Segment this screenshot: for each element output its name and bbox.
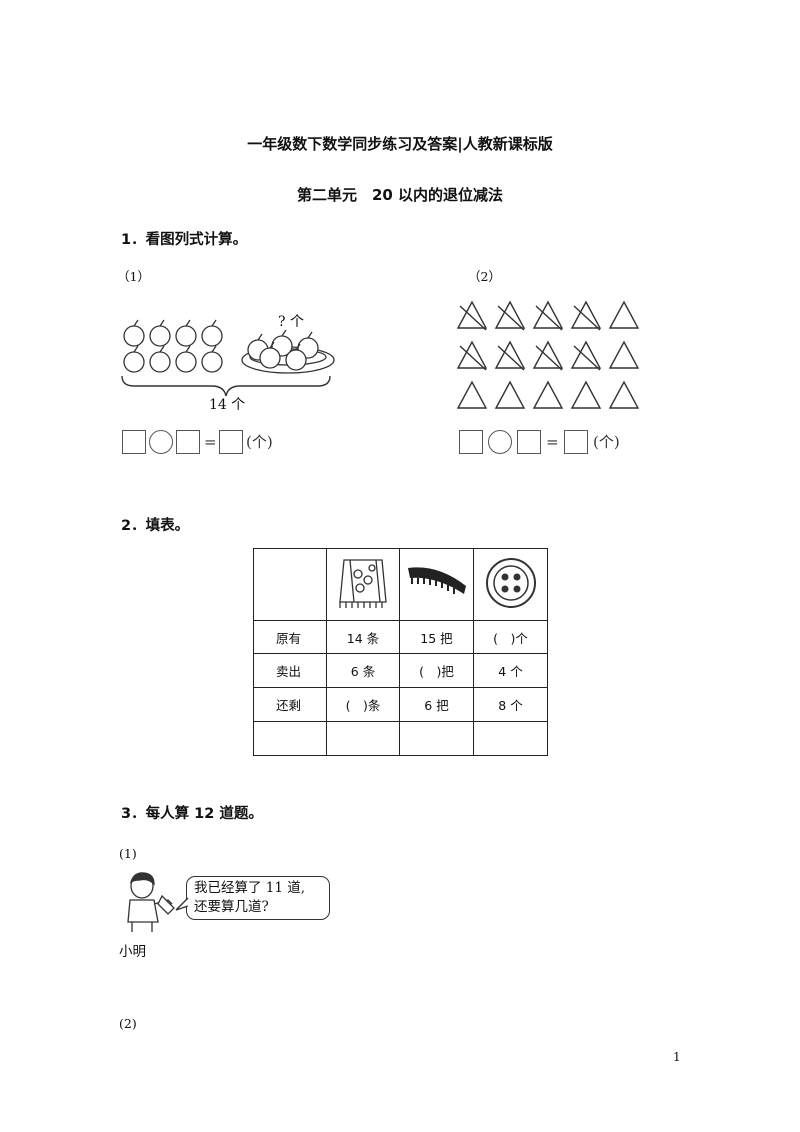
row-label: 还剩 xyxy=(253,687,327,722)
apple-icon xyxy=(201,325,223,347)
table-cell[interactable]: ( )条 xyxy=(326,687,400,722)
row-label: 原有 xyxy=(253,620,327,654)
table-cell: 4 个 xyxy=(473,653,548,688)
row-label: 卖出 xyxy=(253,653,327,688)
speech-line: 还要算几道? xyxy=(194,899,269,915)
towel-icon xyxy=(339,559,387,608)
apple-icon xyxy=(175,325,197,347)
boy-illustration xyxy=(127,872,175,932)
table-cell: 8 个 xyxy=(473,687,548,722)
q3-sub1-label: (1) xyxy=(119,846,137,861)
table-cell: 15 把 xyxy=(399,620,474,654)
answer-box[interactable] xyxy=(459,430,483,454)
apples-illustration xyxy=(121,319,335,397)
triangles-illustration xyxy=(456,300,640,409)
brace-icon xyxy=(121,375,331,397)
speech-bubble: 我已经算了 11 道, 还要算几道? xyxy=(186,876,330,920)
apple-icon xyxy=(175,351,197,373)
empty-cell xyxy=(253,548,327,621)
speech-line: 我已经算了 11 道, xyxy=(194,880,306,896)
picture-cell xyxy=(326,548,400,621)
table-row: 卖出 6 条 ( )把 4 个 xyxy=(253,653,548,688)
unit-label: (个) xyxy=(246,433,273,451)
apple-icon xyxy=(123,351,145,373)
question-count-label: ? 个 xyxy=(278,314,304,330)
equals-sign: = xyxy=(204,433,217,451)
comb-icon xyxy=(407,567,466,594)
table-cell[interactable]: ( )个 xyxy=(473,620,548,654)
operator-circle[interactable] xyxy=(488,430,512,454)
apple-icon xyxy=(259,347,281,369)
answer-box[interactable] xyxy=(176,430,200,454)
apple-icon xyxy=(123,325,145,347)
answer-box[interactable] xyxy=(122,430,146,454)
apple-icon xyxy=(285,349,307,371)
equals-sign: = xyxy=(546,433,559,451)
apple-icon xyxy=(149,351,171,373)
table-cell[interactable] xyxy=(326,721,400,756)
row-label[interactable] xyxy=(253,721,327,756)
operator-circle[interactable] xyxy=(149,430,173,454)
question-2-heading: 2．填表。 xyxy=(121,518,190,534)
unit-title: 第二单元 20 以内的退位减法 xyxy=(296,186,504,204)
page-number: 1 xyxy=(673,1050,681,1064)
answer-box[interactable] xyxy=(564,430,588,454)
table-cell[interactable] xyxy=(399,721,474,756)
table-cell[interactable] xyxy=(473,721,548,756)
table-cell: 6 条 xyxy=(326,653,400,688)
picture-row xyxy=(253,548,548,621)
table-row: 原有 14 条 15 把 ( )个 xyxy=(253,620,548,654)
unit-label: (个) xyxy=(593,433,620,451)
picture-cell xyxy=(473,548,548,621)
apple-icon xyxy=(201,351,223,373)
picture-cell xyxy=(399,548,474,621)
fill-table: 原有 14 条 15 把 ( )个 卖出 6 条 ( )把 4 个 还剩 ( )… xyxy=(253,548,548,756)
character-name: 小明 xyxy=(119,944,146,960)
total-count-label: 14 个 xyxy=(209,397,246,413)
button-icon xyxy=(485,558,536,608)
question-1-heading: 1．看图列式计算。 xyxy=(121,232,248,248)
document-title: 一年级数下数学同步练习及答案|人教新课标版 xyxy=(247,135,553,153)
table-cell: 6 把 xyxy=(399,687,474,722)
q3-sub2-label: (2) xyxy=(119,1016,137,1031)
question-3-heading: 3．每人算 12 道题。 xyxy=(121,806,263,822)
apple-icon xyxy=(149,325,171,347)
answer-box[interactable] xyxy=(517,430,541,454)
table-row xyxy=(253,721,548,756)
table-row: 还剩 ( )条 6 把 8 个 xyxy=(253,687,548,722)
q1-sub1-label: （1） xyxy=(117,269,150,284)
table-cell: 14 条 xyxy=(326,620,400,654)
q1-sub2-label: （2） xyxy=(468,269,501,284)
speech-tail-icon xyxy=(175,897,189,911)
table-cell[interactable]: ( )把 xyxy=(399,653,474,688)
answer-box[interactable] xyxy=(219,430,243,454)
